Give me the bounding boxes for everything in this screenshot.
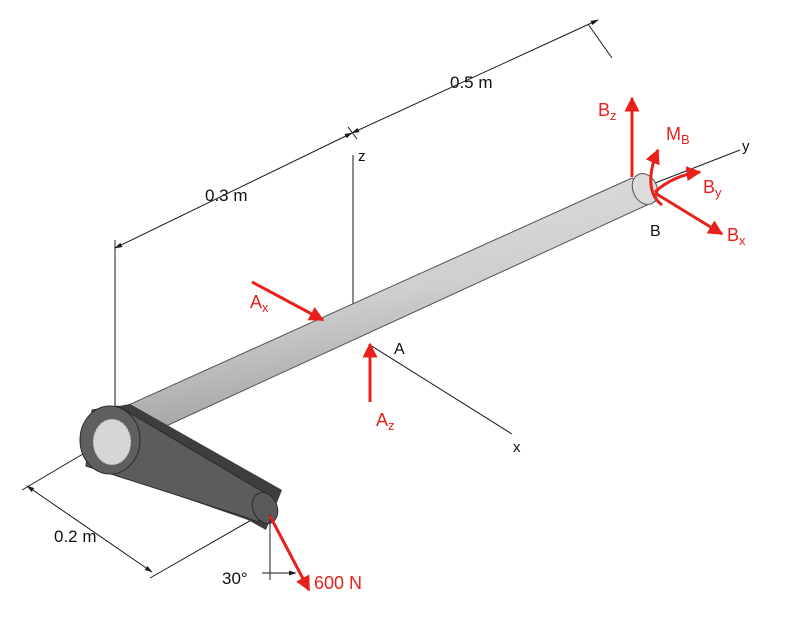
dim-ext-right xyxy=(587,23,613,59)
force-label-az-main: A xyxy=(376,410,388,430)
force-label-bz-sub: z xyxy=(610,108,617,123)
load-arrow-600n xyxy=(268,515,311,592)
point-label-b: B xyxy=(650,223,661,240)
axis-label-y: y xyxy=(742,138,750,155)
point-label-a: A xyxy=(394,341,405,358)
force-label-bx: Bx xyxy=(727,225,746,248)
force-label-bx-main: B xyxy=(727,225,739,245)
moment-arrow-mb xyxy=(645,148,663,207)
moment-label-mb-main: M xyxy=(666,124,681,144)
moment-label-mb-sub: B xyxy=(681,132,690,147)
moment-label-mb: MB xyxy=(666,124,690,147)
force-label-ax: Ax xyxy=(250,292,269,315)
dim-label-0-5m: 0.5 m xyxy=(450,73,493,92)
force-arrow-by xyxy=(653,166,702,194)
force-label-az: Az xyxy=(376,410,395,433)
load-label-600n: 600 N xyxy=(314,573,362,593)
dim-line-0-3m xyxy=(114,132,353,249)
dim-label-0-3m: 0.3 m xyxy=(205,186,248,205)
force-label-ax-sub: x xyxy=(262,300,269,315)
angle-label: 30° xyxy=(222,569,248,588)
y-axis-line xyxy=(649,149,741,186)
force-label-bx-sub: x xyxy=(739,233,746,248)
shaft-body xyxy=(112,177,659,439)
x-axis-line xyxy=(369,344,513,435)
force-label-az-sub: z xyxy=(388,418,395,433)
force-arrow-ax xyxy=(251,280,325,322)
dim-line-0-2m xyxy=(26,485,153,573)
shaft-cross-section xyxy=(92,418,132,466)
force-label-ax-main: A xyxy=(250,292,262,312)
force-label-by: By xyxy=(703,177,722,200)
dim-tick-mid xyxy=(347,126,358,140)
force-label-by-sub: y xyxy=(715,185,722,200)
dim-line-0-5m xyxy=(351,19,599,134)
force-label-bz: Bz xyxy=(598,100,617,123)
dim-ext-crank-tip xyxy=(149,514,261,579)
axis-label-x: x xyxy=(513,439,521,456)
force-label-by-main: B xyxy=(703,177,715,197)
axis-label-z: z xyxy=(358,148,366,165)
force-label-bz-main: B xyxy=(598,100,610,120)
dim-label-0-2m: 0.2 m xyxy=(54,527,97,546)
force-arrow-bx xyxy=(654,191,724,236)
